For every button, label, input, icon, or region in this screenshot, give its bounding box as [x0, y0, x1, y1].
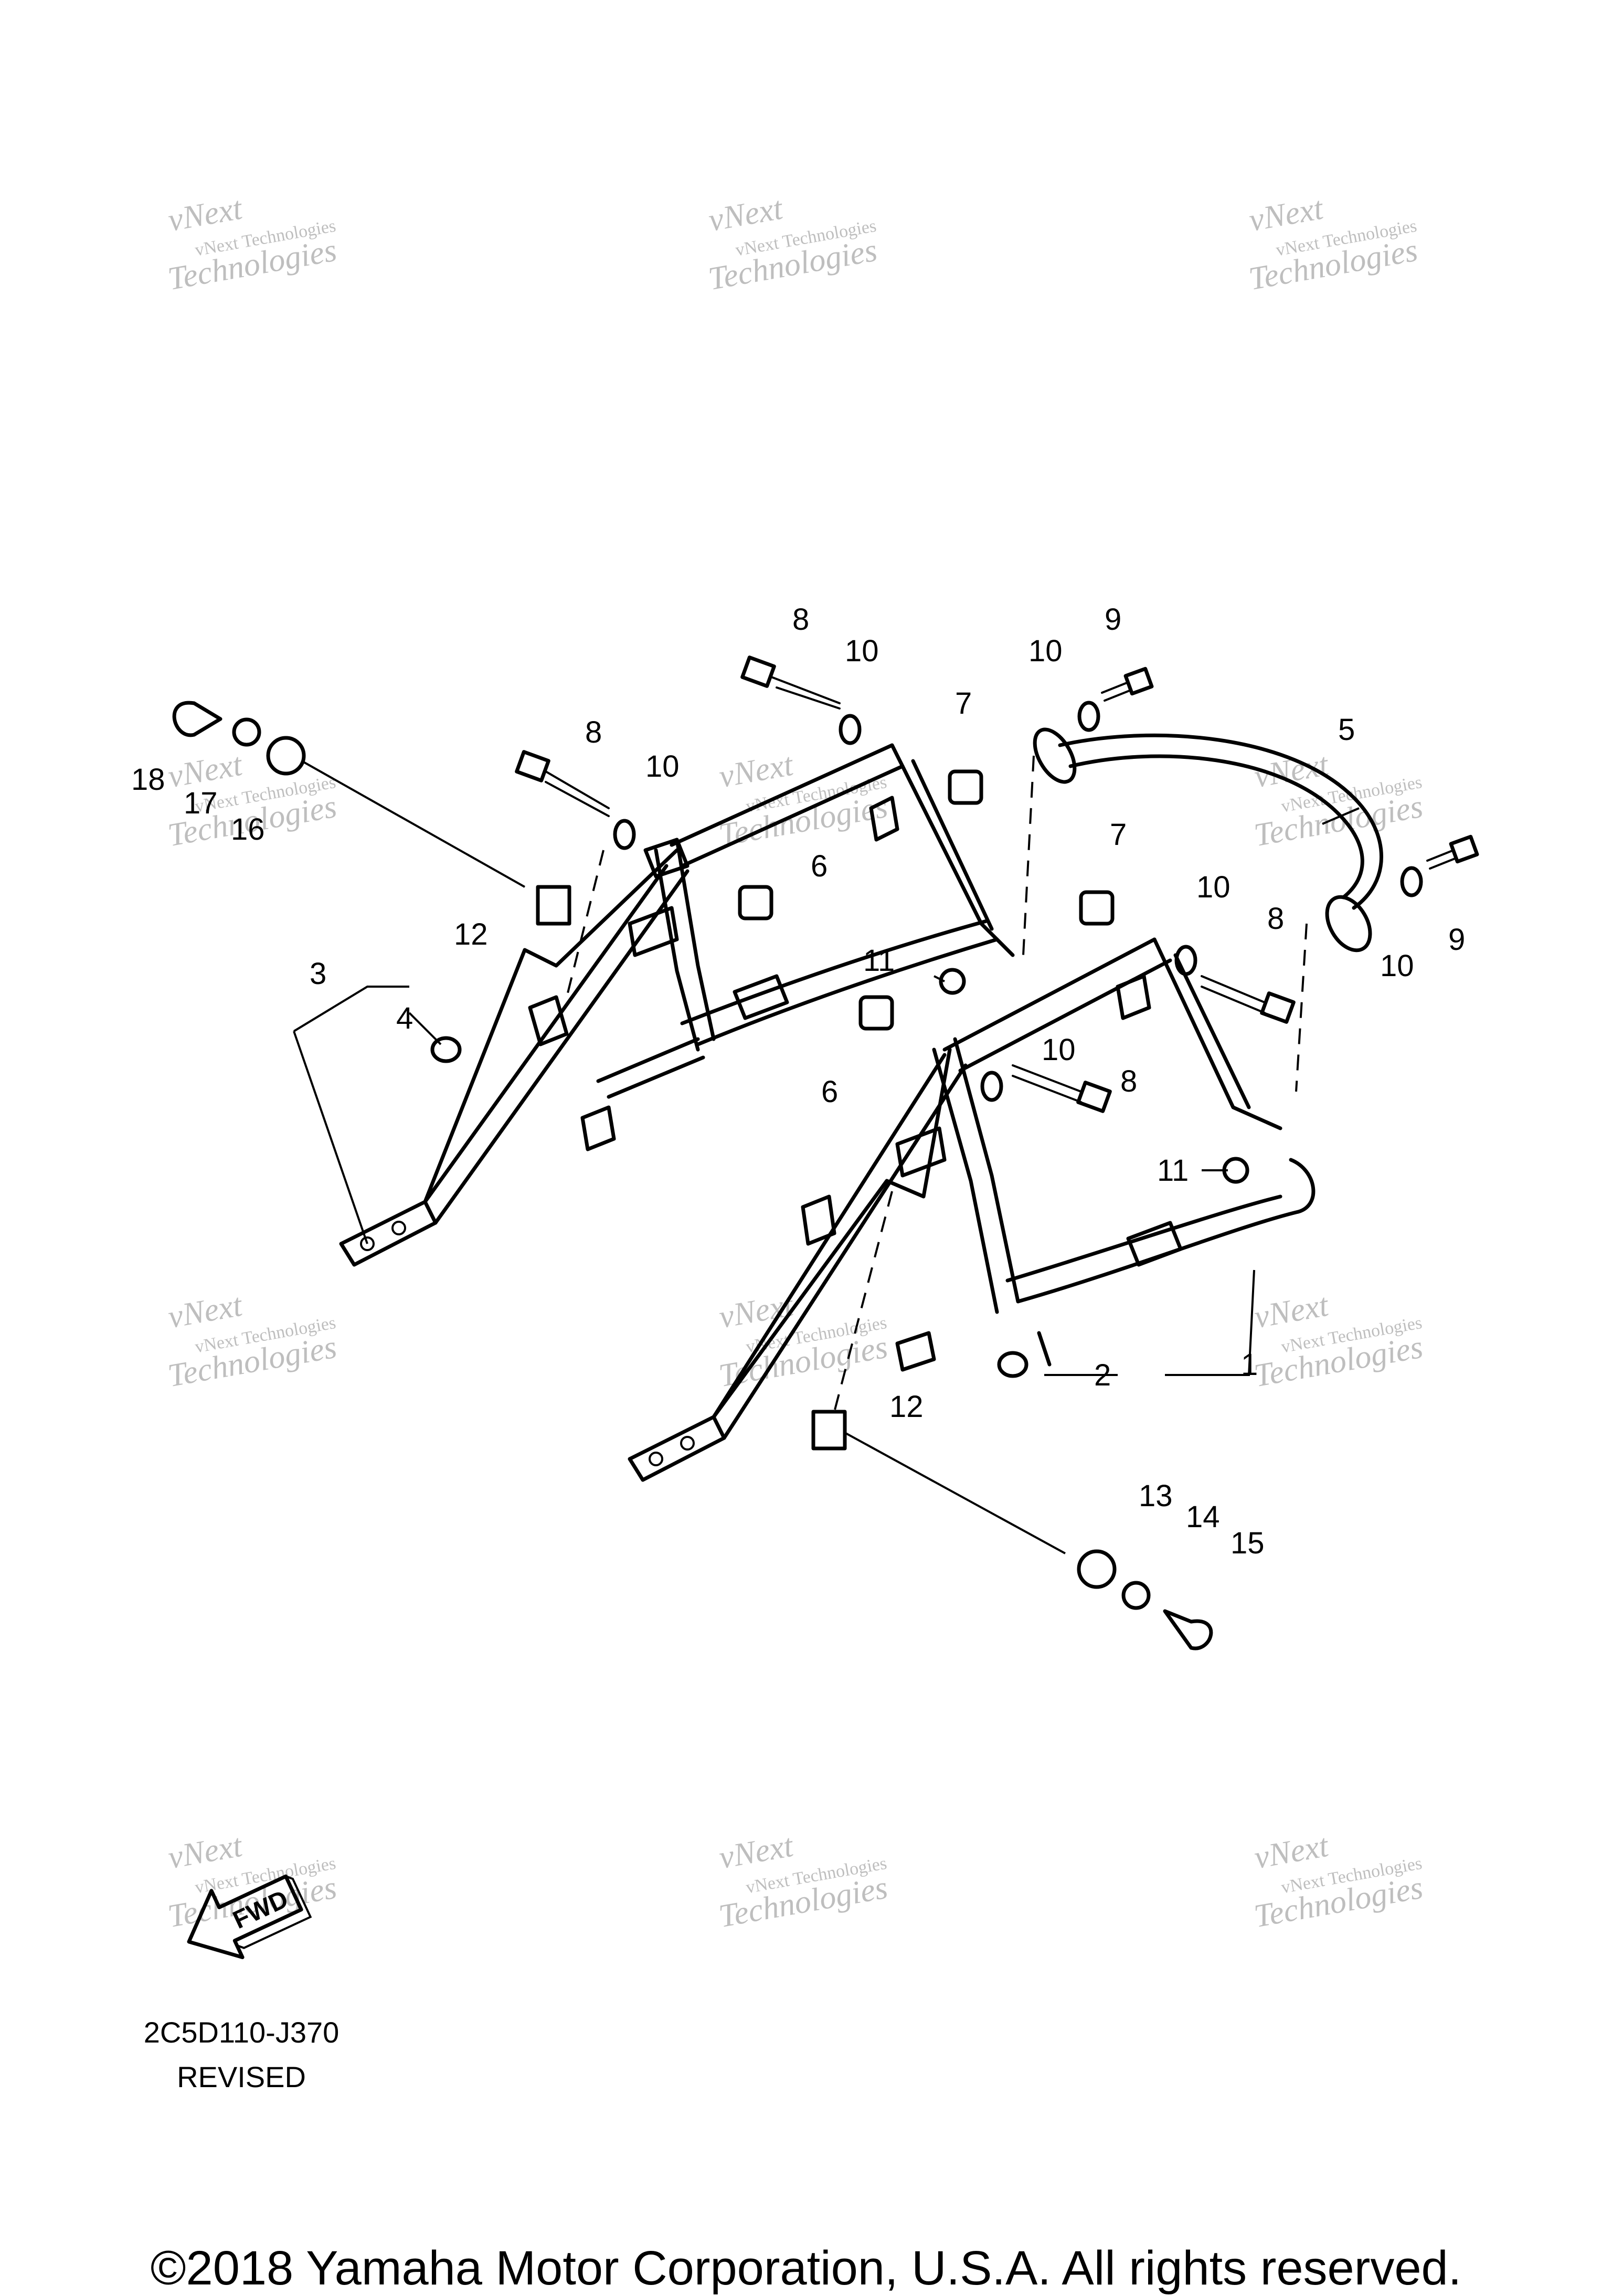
callout-10: 10 — [1042, 1033, 1076, 1067]
callout-4: 4 — [396, 1001, 413, 1035]
callout-14: 14 — [1186, 1500, 1220, 1534]
callout-10: 10 — [1196, 870, 1231, 904]
callout-labels: 1 2 3 4 5 6 6 7 7 8 8 8 8 9 9 10 10 10 1… — [131, 602, 1465, 1560]
bolt-icon — [1012, 1064, 1112, 1113]
washer-icon — [613, 819, 636, 850]
grab-handle — [1033, 727, 1383, 953]
callout-9: 9 — [1105, 602, 1121, 637]
bolt-icon — [740, 655, 841, 710]
watermark-text: vNext — [716, 1827, 797, 1876]
collar-icon — [1121, 1581, 1151, 1610]
cap-icon — [997, 1351, 1028, 1378]
nut-icon — [939, 968, 966, 995]
callout-16: 16 — [231, 812, 265, 847]
callout-10: 10 — [1380, 949, 1414, 983]
watermark-text: vNext — [716, 1287, 797, 1335]
callout-12: 12 — [889, 1390, 924, 1424]
clip-icon — [536, 885, 571, 926]
right-carrier-bracket — [628, 937, 1316, 1482]
callout-10: 10 — [645, 749, 680, 784]
watermark-text: vNext — [165, 1287, 246, 1335]
watermark-group: vNext vNext Technologies Technologies vN… — [165, 190, 1426, 1934]
revision-label: REVISED — [177, 2060, 306, 2093]
washer-icon — [1077, 701, 1100, 732]
watermark-text: vNext — [706, 190, 786, 238]
callout-11: 11 — [863, 944, 895, 978]
callout-3: 3 — [310, 957, 326, 991]
short-bolt-icon — [1426, 834, 1479, 870]
callout-12: 12 — [454, 917, 488, 951]
watermark-text: vNext — [165, 190, 246, 238]
callout-11: 11 — [1157, 1154, 1189, 1188]
callout-9: 9 — [1448, 923, 1465, 957]
callout-10: 10 — [1028, 634, 1063, 668]
callout-15: 15 — [1231, 1526, 1265, 1560]
callout-18: 18 — [131, 763, 165, 797]
callout-8: 8 — [585, 715, 602, 749]
diagram-code: 2C5D110-J370 — [143, 2016, 340, 2049]
watermark-text: vNext — [1252, 1827, 1332, 1876]
callout-6: 6 — [811, 849, 828, 883]
bolt-icon — [515, 750, 610, 817]
callout-10: 10 — [845, 634, 879, 668]
callout-1: 1 — [1241, 1348, 1258, 1382]
washer-icon — [1400, 866, 1423, 897]
collar-icon — [948, 769, 983, 805]
collar-icon — [738, 885, 773, 920]
hardware-group — [172, 655, 1479, 1650]
collar-icon — [1079, 890, 1115, 926]
washer-icon — [1174, 945, 1197, 976]
watermark-text: vNext — [1246, 190, 1327, 238]
callout-7: 7 — [1110, 818, 1127, 852]
lock-pin-icon — [1163, 1609, 1213, 1650]
lock-pin-icon — [172, 701, 222, 737]
short-bolt-icon — [1101, 666, 1154, 702]
damper-icon — [1077, 1549, 1117, 1589]
copyright-footer: ©2018 Yamaha Motor Corporation, U.S.A. A… — [150, 2241, 1462, 2295]
callout-8: 8 — [1120, 1064, 1137, 1098]
watermark-text: vNext — [1252, 1287, 1332, 1335]
collar-icon — [858, 995, 894, 1031]
leader-lines — [293, 755, 1360, 1554]
left-carrier-bracket — [339, 743, 1015, 1267]
callout-17: 17 — [184, 786, 218, 820]
callout-2: 2 — [1094, 1358, 1111, 1392]
watermark-text: vNext — [716, 746, 797, 795]
cap-icon — [430, 1036, 462, 1063]
callout-6: 6 — [821, 1075, 838, 1109]
callout-7: 7 — [955, 686, 972, 721]
callout-8: 8 — [1267, 902, 1284, 936]
callout-8: 8 — [792, 602, 809, 637]
washer-icon — [980, 1071, 1003, 1102]
callout-13: 13 — [1139, 1479, 1173, 1513]
washer-icon — [839, 714, 862, 745]
bolt-icon — [1201, 975, 1296, 1024]
clip-icon — [811, 1410, 847, 1451]
damper-icon — [266, 736, 306, 776]
callout-5: 5 — [1338, 713, 1355, 747]
watermark-text: vNext — [165, 1827, 246, 1876]
collar-icon — [232, 717, 261, 747]
